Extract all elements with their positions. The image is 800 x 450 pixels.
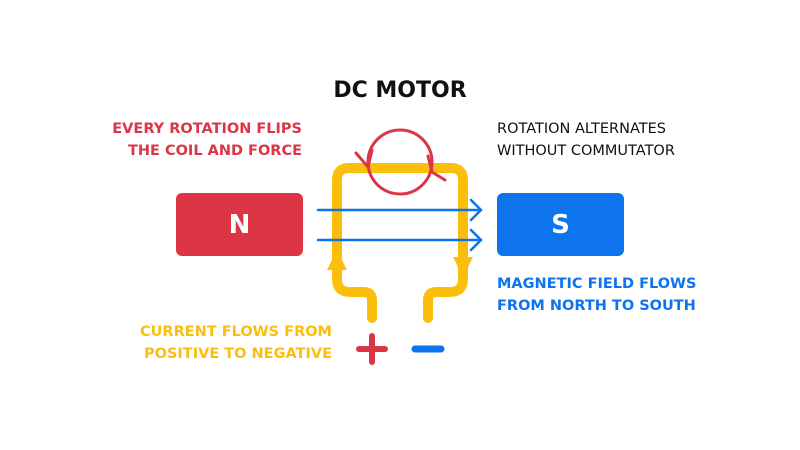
plus-terminal-icon <box>356 333 388 365</box>
alternates-label: ROTATION ALTERNATES WITHOUT COMMUTATOR <box>497 118 675 162</box>
label-line: POSITIVE TO NEGATIVE <box>144 346 332 362</box>
field-label: MAGNETIC FIELD FLOWS FROM NORTH TO SOUTH <box>497 273 697 317</box>
label-line: CURRENT FLOWS FROM <box>140 324 332 340</box>
field-lines <box>316 198 483 252</box>
label-line: EVERY ROTATION FLIPS <box>112 121 302 137</box>
current-label: CURRENT FLOWS FROM POSITIVE TO NEGATIVE <box>140 321 332 365</box>
south-magnet: S <box>497 193 624 256</box>
label-line: MAGNETIC FIELD FLOWS <box>497 276 697 292</box>
diagram-title: DC MOTOR <box>333 78 467 103</box>
label-line: WITHOUT COMMUTATOR <box>497 143 675 159</box>
field-arrow-icon <box>316 228 483 252</box>
current-up-arrow-icon <box>327 250 347 270</box>
coil <box>332 163 468 323</box>
label-line: ROTATION ALTERNATES <box>497 121 666 137</box>
rotation-circle-icon <box>354 128 447 196</box>
rotation-flip-label: EVERY ROTATION FLIPS THE COIL AND FORCE <box>112 118 302 162</box>
label-line: THE COIL AND FORCE <box>127 143 302 159</box>
north-magnet: N <box>176 193 303 256</box>
current-down-arrow-icon <box>453 257 473 277</box>
field-arrow-icon <box>316 198 483 222</box>
label-line: FROM NORTH TO SOUTH <box>497 298 696 314</box>
